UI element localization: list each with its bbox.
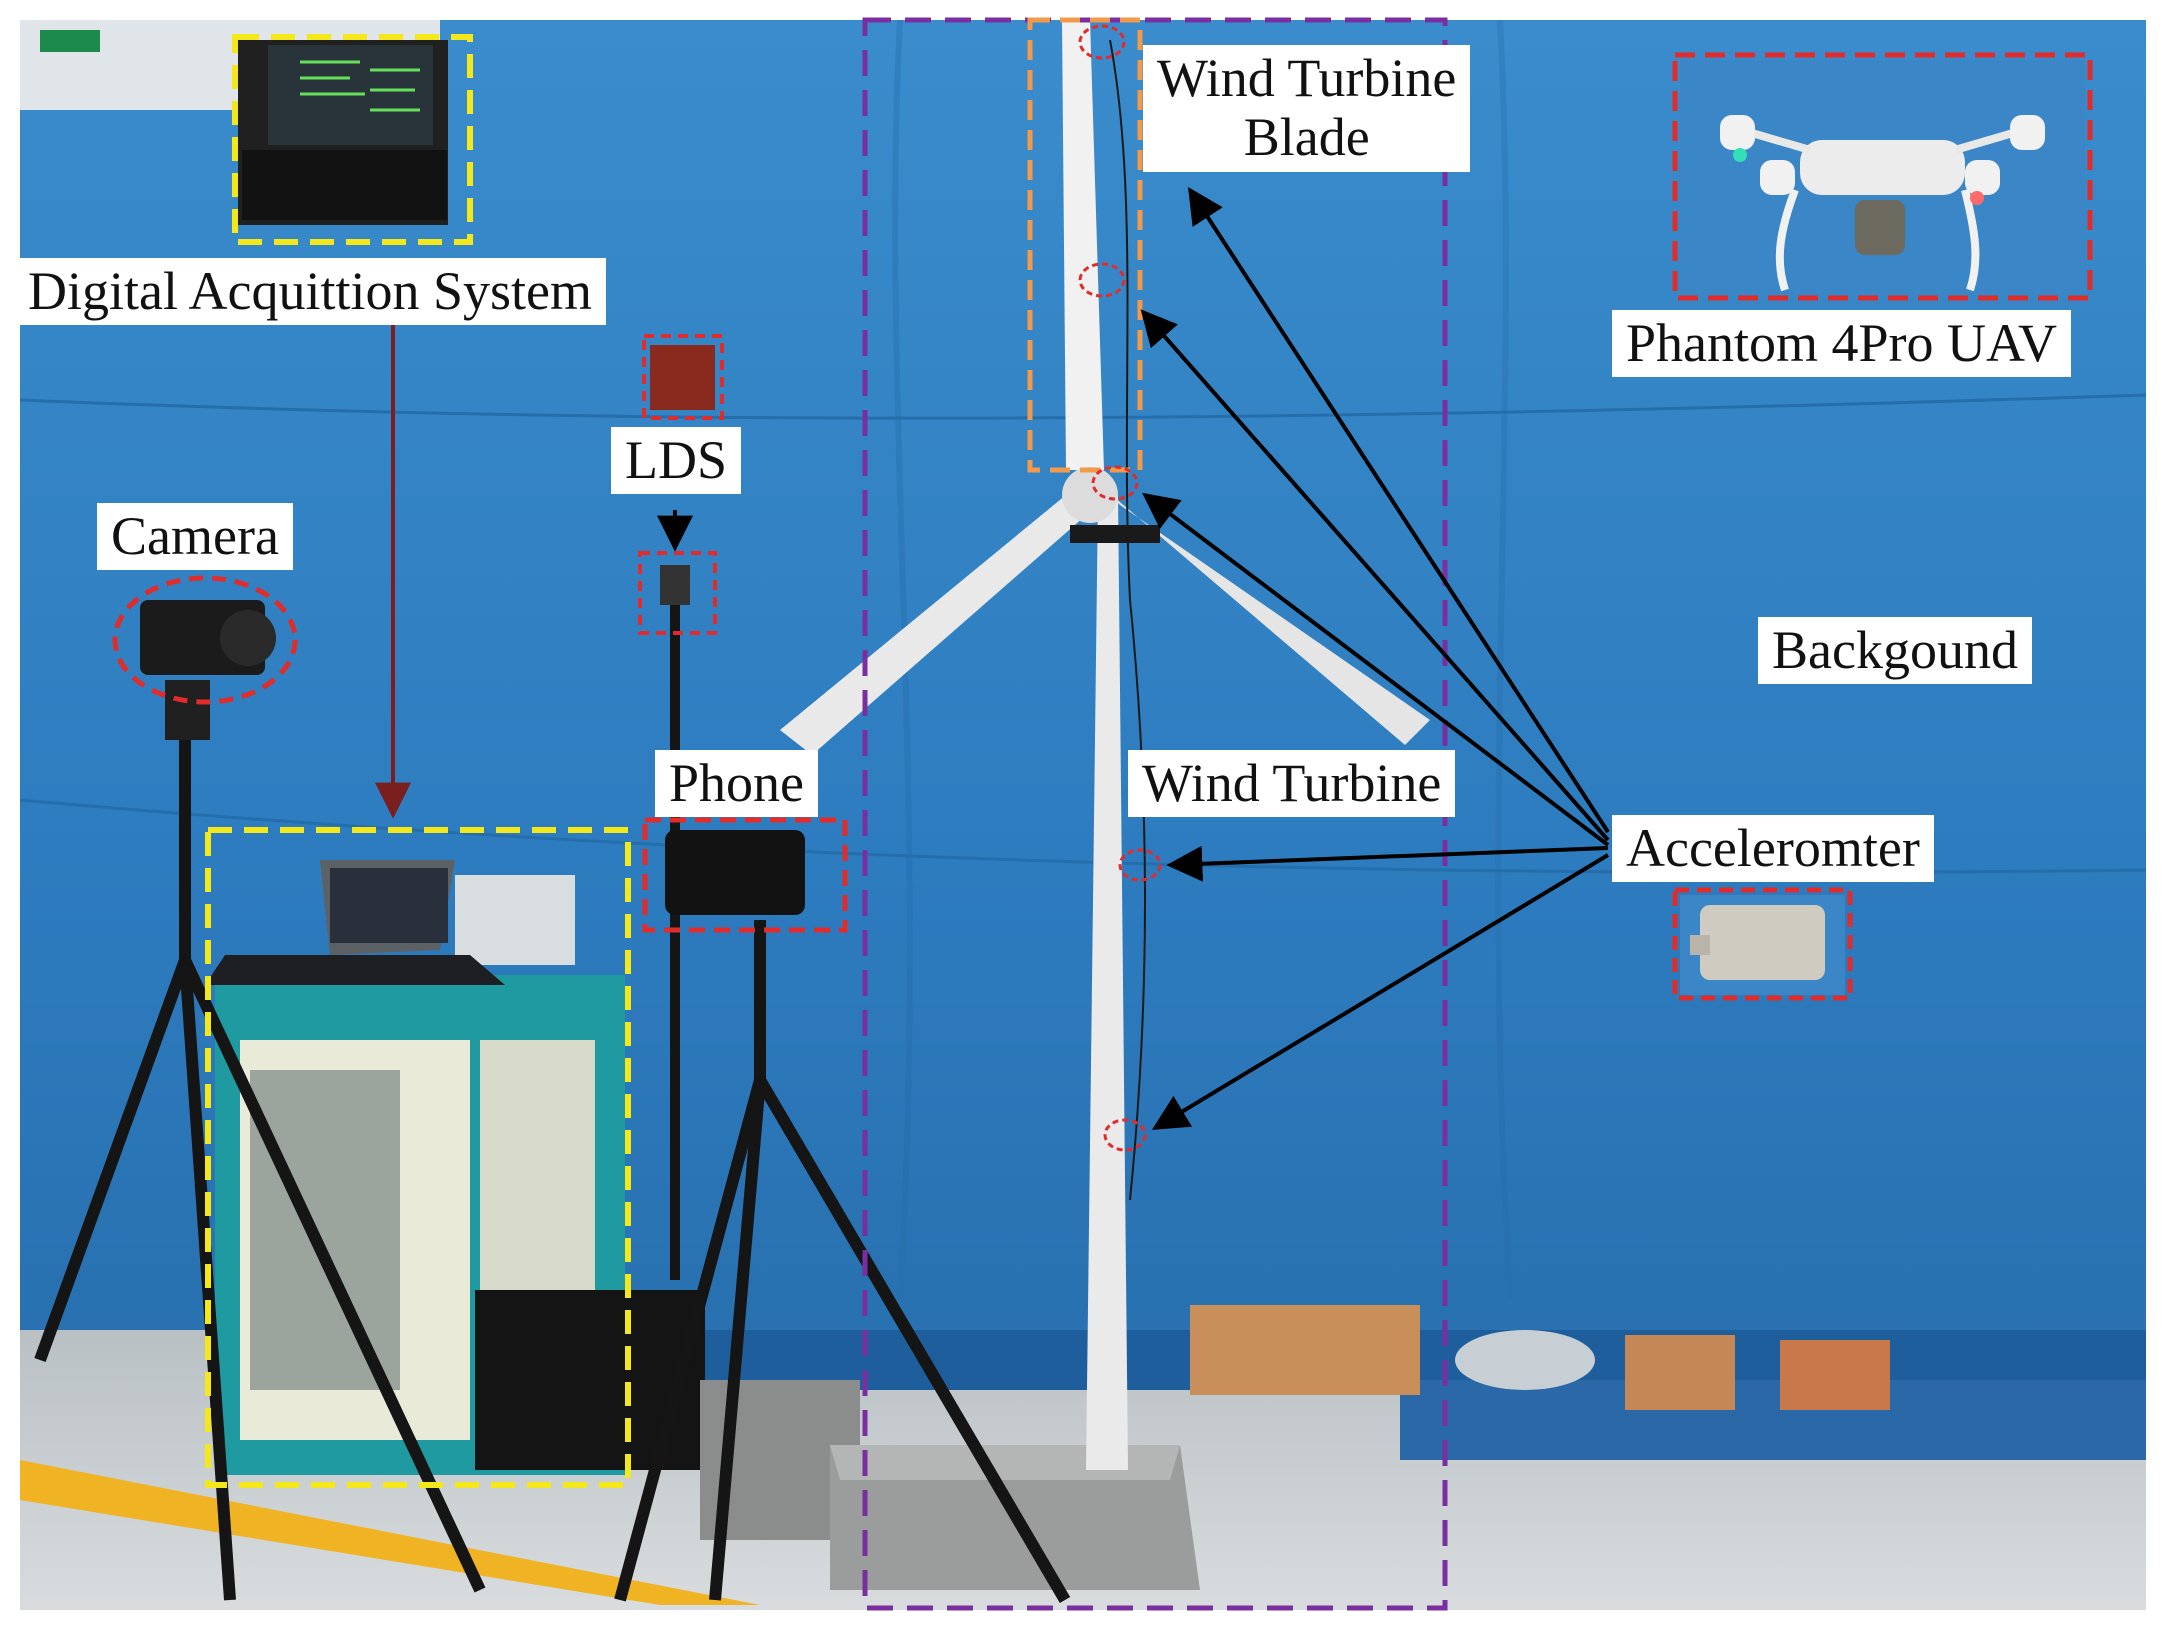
uav-photo <box>1680 60 2085 295</box>
arrows <box>657 186 1610 1130</box>
label-background: Backgound <box>1758 617 2032 685</box>
accelerometer-photo <box>1680 895 1845 995</box>
blade-up <box>1062 20 1104 470</box>
label-digital-acquisition: Digital Acquittion System <box>14 258 606 326</box>
nacelle <box>1070 525 1160 543</box>
rotor-hub <box>1062 467 1118 523</box>
red-box-lds-sensor <box>638 551 717 635</box>
lds-sensor <box>660 565 690 605</box>
label-camera: Camera <box>97 503 293 571</box>
turbine-tower <box>1086 495 1128 1470</box>
red-ellipse-camera <box>112 575 298 705</box>
sensor-markers <box>1078 24 1162 1152</box>
phone-tripod <box>614 920 1071 1604</box>
sensor-cable <box>1109 39 1146 1201</box>
label-accelerometer: Acceleromter <box>1612 815 1934 883</box>
label-phantom-uav: Phantom 4Pro UAV <box>1612 310 2072 378</box>
red-box-phone <box>642 817 848 933</box>
blade-right <box>1100 485 1430 745</box>
cardboard-box <box>1190 1305 1420 1395</box>
label-wind-turbine-blade-line2: Blade <box>1243 107 1370 168</box>
phone-device <box>665 830 805 915</box>
red-box-accelerometer <box>1672 887 1853 1001</box>
wall-folds <box>19 393 2147 420</box>
orange-box-blade <box>1027 17 1143 473</box>
yellow-box-acquisition <box>205 827 631 1488</box>
red-box-lds-device <box>642 334 724 420</box>
label-lds: LDS <box>611 427 742 495</box>
blade-left <box>780 490 1092 755</box>
exit-sign <box>40 30 100 52</box>
label-wind-turbine-blade-line1: Wind Turbine <box>1157 48 1457 108</box>
yellow-floor-line <box>20 1460 760 1605</box>
yellow-box-laptop <box>232 34 473 245</box>
label-phone: Phone <box>655 750 818 818</box>
label-wind-turbine: Wind Turbine <box>1128 750 1456 818</box>
black-case <box>475 1290 705 1470</box>
dataloggers <box>455 875 575 965</box>
lds-device-photo <box>650 345 715 410</box>
label-wind-turbine-blade: Wind Turbine Blade <box>1143 45 1471 172</box>
